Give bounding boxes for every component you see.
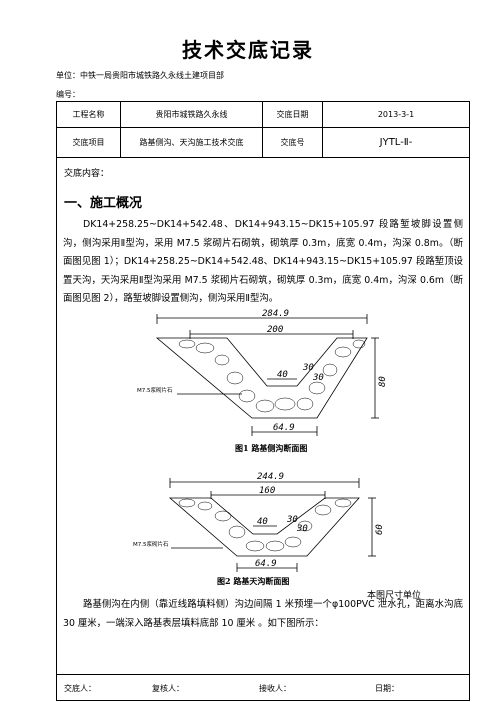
fig1-dim-mid: 200 xyxy=(267,325,283,335)
fig2-dim-wall-a: 30 xyxy=(286,515,298,525)
fig1-dim-wall-a: 30 xyxy=(302,363,314,373)
fig2-dim-bottom-inner: 40 xyxy=(257,517,268,527)
fig2-dim-mid: 160 xyxy=(259,486,275,496)
project-name-label: 工程名称 xyxy=(57,102,121,127)
fig2-dim-bottom-outer: 64.9 xyxy=(255,559,277,569)
fig1-dim-top: 284.9 xyxy=(262,309,289,319)
no-label: 交底号 xyxy=(263,127,323,157)
receiver-label: 接收人： xyxy=(259,683,291,693)
stone-pattern-1 xyxy=(178,339,366,413)
fig2-dim-wall-b: 30 xyxy=(296,524,308,534)
review-label: 复核人： xyxy=(152,683,184,693)
unit-note: 本图尺寸单位 xyxy=(367,591,422,601)
fig1-dim-depth: 80 xyxy=(378,376,388,387)
project-name-value: 贵阳市城铁路久永线 xyxy=(121,102,263,127)
handover-label: 交底人： xyxy=(64,683,96,693)
stone-pattern-2 xyxy=(178,498,352,552)
table-row-item: 交底项目 路基侧沟、天沟施工技术交底 交底号 JYTL-Ⅱ- xyxy=(57,127,469,158)
table-row-project: 工程名称 贵阳市城铁路久永线 交底日期 2013-3-1 xyxy=(57,102,469,128)
page-title: 技术交底记录 xyxy=(182,38,314,62)
paragraph-overview: DK14+258.25~DK14+542.48、DK14+943.15~DK15… xyxy=(63,219,463,304)
fig1-caption: 图1 路基侧沟断面图 xyxy=(235,443,307,453)
date-value: 2013-3-1 xyxy=(377,110,415,119)
fig1-dim-bottom-inner: 40 xyxy=(277,370,288,380)
item-label: 交底项目 xyxy=(57,127,121,157)
fig1-material-label: M7.5浆砌片石 xyxy=(137,386,173,394)
fig2-caption: 图2 路基天沟断面图 xyxy=(217,576,289,586)
paragraph-drain: 路基侧沟在内侧（靠近线路填料侧）沟边间隔 1 米预埋一个φ100PVC 泄水孔，… xyxy=(63,599,463,629)
signature-row: 交底人： 复核人： 接收人： 日期： xyxy=(57,674,469,701)
fig2-dim-depth: 60 xyxy=(375,524,385,535)
unit-line: 单位：中铁一局贵阳市城铁路久永线土建项目部 xyxy=(56,71,224,80)
item-value: 路基侧沟、天沟施工技术交底 xyxy=(121,127,263,157)
date-sign-label: 日期： xyxy=(375,683,399,693)
code-line: 编号： xyxy=(56,90,80,99)
fig2-dim-top: 244.9 xyxy=(257,472,284,482)
date-label: 交底日期 xyxy=(263,102,323,127)
record-sheet: 工程名称 贵阳市城铁路久永线 交底日期 2013-3-1 交底项目 路基侧沟、天… xyxy=(56,101,470,701)
fig1-dim-bottom-outer: 64.9 xyxy=(273,423,295,433)
figure-1-side-ditch: 284.9 200 80 40 30 30 64.9 M7.5浆砌片石 图1 路… xyxy=(137,309,388,453)
figure-2-top-ditch: 244.9 160 60 40 30 30 64.9 M7.5浆砌片石 图2 路… xyxy=(133,472,385,586)
fig1-dim-wall-b: 30 xyxy=(312,373,324,383)
fig2-material-label: M7.5浆砌片石 xyxy=(133,540,169,548)
content-label: 交底内容： xyxy=(64,169,110,179)
no-value: JYTL-Ⅱ- xyxy=(379,136,413,148)
section-heading: 一、施工概况 xyxy=(64,196,143,211)
